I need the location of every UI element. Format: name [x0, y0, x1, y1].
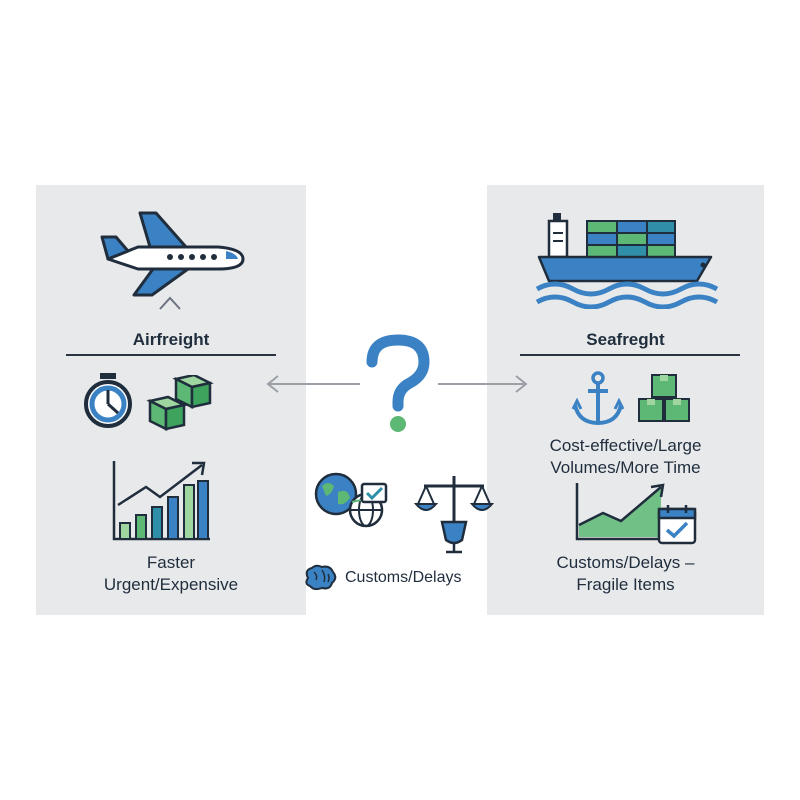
boxes-icon [146, 375, 214, 432]
scales-icon [414, 476, 494, 554]
chevron-up-icon [159, 296, 181, 310]
stopwatch-icon [84, 373, 132, 428]
globe-icon [314, 472, 388, 528]
airfreight-caption-line-2: Urgent/Expensive [103, 575, 239, 594]
brain-icon [305, 564, 337, 591]
airplane-icon [100, 211, 245, 297]
airfreight-caption-line-1: Faster [146, 553, 196, 572]
center-caption: Customs/Delays [345, 569, 462, 586]
seafreight-caption-top-line-1: Cost-effective/Large [549, 436, 702, 455]
seafreight-divider [520, 354, 740, 356]
growth-chart-icon [112, 461, 210, 541]
cargo-ship-icon [535, 213, 719, 309]
seafreight-title: Seafreght [586, 330, 665, 349]
arrow-left-icon [266, 375, 360, 393]
seafreight-caption-bottom-line-2: Fragile Items [576, 575, 675, 594]
area-chart-icon [575, 483, 669, 541]
stacked-boxes-icon [638, 374, 690, 422]
question-mark-icon [366, 334, 430, 432]
arrow-right-icon [438, 375, 528, 393]
calendar-check-icon [657, 505, 697, 545]
seafreight-caption-bottom-line-1: Customs/Delays – [556, 553, 695, 572]
airfreight-title: Airfreight [132, 330, 210, 349]
airfreight-panel: Airfreight Faster Urgent/Expensive [36, 185, 306, 615]
seafreight-panel: Seafreght Cost-effective/Large Volumes/M… [487, 185, 764, 615]
seafreight-caption-top-line-2: Volumes/More Time [550, 458, 701, 477]
anchor-icon [571, 371, 625, 426]
airfreight-divider [66, 354, 276, 356]
